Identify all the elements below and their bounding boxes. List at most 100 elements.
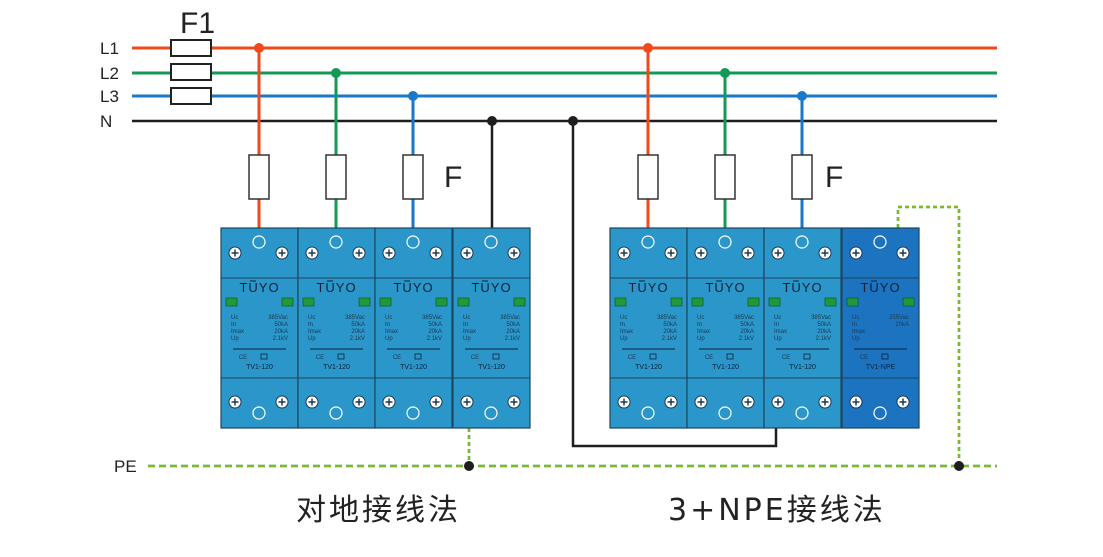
status-indicator [435, 297, 448, 307]
spec-value: 50kA [817, 322, 831, 328]
spec-value: 50kA [428, 322, 442, 328]
spec-value: 385Vac [657, 315, 677, 321]
ce-mark: CE [471, 355, 479, 361]
spec-key: Imax [697, 329, 710, 335]
label-pe: PE [114, 457, 137, 476]
spec-value: 2.1kV [505, 336, 520, 342]
terminal-hole-icon [406, 406, 420, 420]
module-body [609, 227, 688, 429]
module-model: TV1-120 [400, 364, 427, 371]
ce-mark: CE [782, 355, 790, 361]
status-indicator [225, 297, 238, 307]
label-f1: F1 [180, 7, 215, 40]
spec-value: 20kA [663, 329, 677, 335]
label-l1: L1 [100, 39, 119, 58]
status-indicator [670, 297, 683, 307]
status-indicator [614, 297, 627, 307]
waste-bin-icon [803, 353, 811, 360]
spec-key: Up [620, 336, 628, 342]
spec-key: Imax [385, 329, 398, 335]
module-brand: TUYO [860, 280, 900, 295]
spec-value: 20kA [895, 322, 909, 328]
terminal-hole-icon [484, 235, 498, 249]
module-body [452, 227, 531, 429]
spec-key: In [852, 322, 857, 328]
terminal-hole-icon [873, 235, 887, 249]
waste-bin-icon [649, 353, 657, 360]
spec-key: Imax [620, 329, 633, 335]
label-l3: L3 [100, 87, 119, 106]
spec-key: Uc [774, 315, 781, 321]
junction-pe-left [464, 461, 474, 471]
spec-value: 50kA [740, 322, 754, 328]
caption-left: 对地接线法 [296, 493, 461, 528]
module-brand: TUYO [393, 280, 433, 295]
module-brand: TUYO [782, 280, 822, 295]
label-l2: L2 [100, 64, 119, 83]
terminal-hole-icon [641, 235, 655, 249]
spec-key: Uc [697, 315, 704, 321]
spec-key: Imax [774, 329, 787, 335]
status-indicator [747, 297, 760, 307]
terminal-hole-icon [329, 235, 343, 249]
spec-key: In [231, 322, 236, 328]
junction-n-right [568, 116, 578, 126]
status-indicator [824, 297, 837, 307]
spec-value: 20kA [506, 329, 520, 335]
module-body [297, 227, 376, 429]
status-indicator [302, 297, 315, 307]
ce-mark: CE [239, 355, 247, 361]
spec-key: Up [697, 336, 705, 342]
terminal-hole-icon [795, 235, 809, 249]
terminal-hole-icon [873, 406, 887, 420]
spec-value: 20kA [817, 329, 831, 335]
spec-key: Imax [852, 329, 865, 335]
ce-mark: CE [705, 355, 713, 361]
spec-value: 2.1kV [816, 336, 831, 342]
module-model: TV1-120 [246, 364, 273, 371]
spec-value: 385Vac [500, 315, 520, 321]
spec-key: Imax [463, 329, 476, 335]
fuse-left-l1 [248, 154, 270, 200]
spec-value: 255Vac [889, 315, 909, 321]
spec-key: Imax [231, 329, 244, 335]
spec-value: 20kA [740, 329, 754, 335]
spec-value: 2.1kV [662, 336, 677, 342]
spec-value: 50kA [274, 322, 288, 328]
spec-value: 50kA [351, 322, 365, 328]
bus-lines [132, 46, 997, 468]
module-body [841, 227, 920, 429]
ce-mark: CE [628, 355, 636, 361]
junction-l2-right [720, 68, 730, 78]
fuse-left-l3 [402, 154, 424, 200]
module-model: TV1-120 [789, 364, 816, 371]
spec-key: Up [231, 336, 239, 342]
junction-l1-left [254, 43, 264, 53]
caption-right: 3+NPE接线法 [668, 493, 886, 528]
ce-mark: CE [316, 355, 324, 361]
junction-l2-left [331, 68, 341, 78]
spec-key: In [697, 322, 702, 328]
module-body [374, 227, 453, 429]
spec-value: 2.1kV [427, 336, 442, 342]
module-body [763, 227, 842, 429]
spec-key: Uc [231, 315, 238, 321]
terminal-hole-icon [252, 235, 266, 249]
spec-key: Up [463, 336, 471, 342]
junction-l3-right [797, 91, 807, 101]
spec-value: 2.1kV [350, 336, 365, 342]
waste-bin-icon [881, 353, 889, 360]
module-body [220, 227, 299, 429]
spec-value: 50kA [663, 322, 677, 328]
spec-key: In [774, 322, 779, 328]
waste-bin-icon [726, 353, 734, 360]
spec-key: Uc [852, 315, 859, 321]
spec-value: 50kA [506, 322, 520, 328]
